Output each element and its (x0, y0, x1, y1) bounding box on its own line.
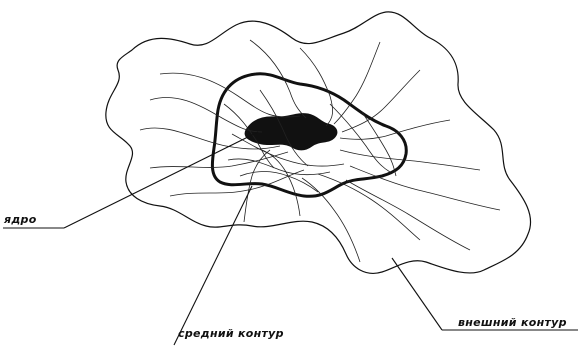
nucleus-label: ядро (4, 213, 37, 226)
fibre-lines (140, 40, 500, 262)
outer-contour-label: внешний контур (458, 316, 567, 329)
leader-lines (3, 132, 578, 345)
middle-contour-label: средний контур (178, 327, 284, 340)
middle-contour-leader (174, 186, 252, 345)
